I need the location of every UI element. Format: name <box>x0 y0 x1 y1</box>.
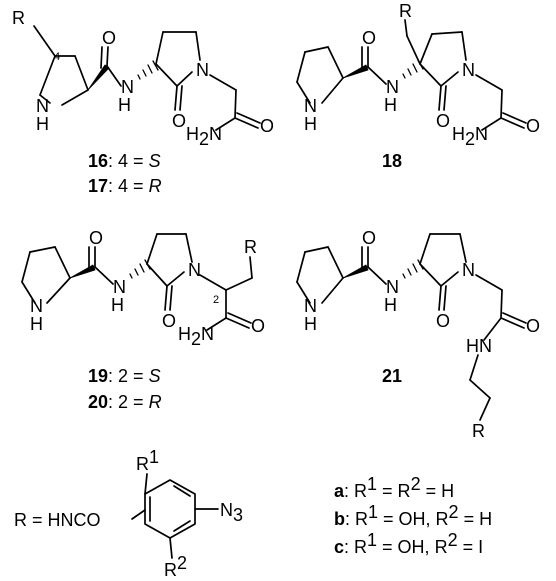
atom-H: H <box>304 114 317 134</box>
n3-label: N3 <box>220 500 243 525</box>
atom-O: O <box>251 316 265 336</box>
atom-R: R <box>472 421 485 441</box>
atom-O: O <box>172 111 186 131</box>
atom-N: N <box>196 60 209 80</box>
variant-b: b: R1 = OH, R2 = H <box>334 502 492 529</box>
r2-label: R2 <box>164 553 187 580</box>
atom-O: O <box>162 311 176 331</box>
atom-NH2: H2N <box>178 324 214 349</box>
atom-N: N <box>113 277 126 297</box>
r-group-definition: R = HNCO R1 N3 R2 <box>14 447 243 580</box>
atom-H: H <box>111 295 124 315</box>
atom-O: O <box>526 316 540 336</box>
atom-N: N <box>188 260 201 280</box>
atom-O: O <box>436 111 450 131</box>
atom-O: O <box>89 228 103 248</box>
label-18: 18 <box>382 151 402 171</box>
atom-N: N <box>386 277 399 297</box>
atom-O: O <box>526 116 540 136</box>
atom-N: N <box>304 296 317 316</box>
atom-HN: HN <box>466 336 492 356</box>
atom-O: O <box>260 116 274 136</box>
atom-H: H <box>30 314 43 334</box>
atom-N: N <box>30 296 43 316</box>
atom-N: N <box>462 60 475 80</box>
atom-N: N <box>386 77 399 97</box>
locant-4: 4 <box>54 51 60 63</box>
atom-O: O <box>362 28 376 48</box>
r1-label: R1 <box>136 447 159 474</box>
atom-O: O <box>362 228 376 248</box>
atom-N: N <box>462 260 475 280</box>
structure-18: R N H O N H N O O H2N 18 <box>296 1 540 171</box>
atom-O: O <box>102 28 116 48</box>
atom-R: R <box>244 237 257 257</box>
variant-list: a: R1 = R2 = H b: R1 = OH, R2 = H c: R1 … <box>334 474 492 557</box>
atom-H: H <box>384 295 397 315</box>
structure-16-17: R 4 N H O N H N O O H2N 16: 4 = S 17: 4 … <box>12 8 274 196</box>
label-16: 16: 4 = S <box>88 151 161 171</box>
locant-2: 2 <box>213 294 219 306</box>
label-21: 21 <box>382 366 402 386</box>
atom-R: R <box>12 8 25 28</box>
atom-H: H <box>36 114 49 134</box>
atom-NH2: H2N <box>452 124 488 149</box>
r-equals-hnco: R = HNCO <box>14 510 101 530</box>
structure-19-20: R 2 N H O N H N O O H2N 19: 2 = S 20: 2 … <box>21 228 265 412</box>
variant-c: c: R1 = OH, R2 = I <box>334 530 483 557</box>
variant-a: a: R1 = R2 = H <box>334 474 454 501</box>
structure-21: N H O N H N O O HN R 21 <box>296 228 540 441</box>
atom-O: O <box>436 311 450 331</box>
atom-R: R <box>399 1 412 21</box>
atom-H: H <box>384 95 397 115</box>
label-20: 20: 2 = R <box>88 392 162 412</box>
atom-NH: N <box>36 96 49 116</box>
label-19: 19: 2 = S <box>88 366 161 386</box>
atom-H: H <box>118 95 131 115</box>
atom-H: H <box>304 314 317 334</box>
label-17: 17: 4 = R <box>88 176 162 196</box>
atom-N: N <box>304 96 317 116</box>
atom-NH: N <box>121 77 134 97</box>
atom-NH2: H2N <box>186 124 222 149</box>
